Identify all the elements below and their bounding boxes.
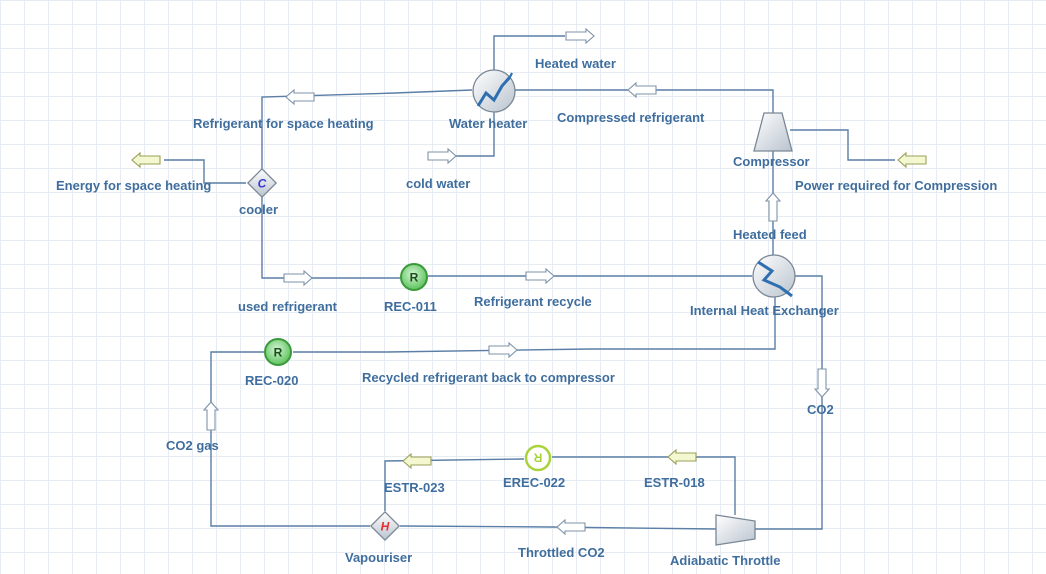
rec-020-label: REC-020 [245, 373, 298, 388]
heated-feed-arrow-icon[interactable] [764, 192, 782, 222]
co2-gas-label: CO2 gas [166, 438, 219, 453]
heat-exchanger-zigzag-icon [476, 76, 512, 107]
energy-space-heating-line [164, 159, 246, 184]
cooler-icon [246, 167, 278, 199]
compressor-icon [753, 112, 793, 152]
stream-lines [164, 35, 895, 530]
power-compression-line [790, 129, 895, 161]
co2-gas-line [210, 351, 370, 527]
stream-markers [131, 27, 927, 536]
recycle-icon [400, 263, 428, 291]
heat-exchanger-tip-icon [509, 72, 513, 78]
refrigerant-space-heating-line [261, 89, 473, 169]
used-refrigerant-arrow-icon[interactable] [283, 269, 313, 287]
adiabatic-throttle-label: Adiabatic Throttle [670, 553, 781, 568]
rec-011-letter: R [410, 271, 419, 285]
cold-water-line [455, 110, 495, 157]
heated-water-arrow-icon[interactable] [565, 27, 595, 45]
power-compression-label: Power required for Compression [795, 178, 997, 193]
stream-labels: Heated water Refrigerant for space heati… [56, 56, 997, 568]
cold-water-arrow-icon[interactable] [427, 147, 457, 165]
rec-011-unit[interactable]: R [400, 263, 428, 291]
rec-011-label: REC-011 [384, 299, 437, 314]
compressor-label: Compressor [733, 154, 810, 169]
heated-water-line [493, 35, 565, 72]
heated-feed-label: Heated feed [733, 227, 807, 242]
recycle-icon [264, 338, 292, 366]
estr-018-line [552, 456, 736, 515]
rec-020-unit[interactable]: R [264, 338, 292, 366]
energy-space-heating-arrow-icon[interactable] [131, 151, 161, 169]
recycled-refrigerant-arrow-icon[interactable] [488, 341, 518, 359]
cooler-letter: C [258, 177, 267, 191]
used-refrigerant-label: used refrigerant [238, 299, 338, 314]
estr-023-arrow-icon[interactable] [402, 452, 432, 470]
vapouriser-letter: H [381, 520, 390, 534]
cooler-label: cooler [239, 202, 278, 217]
recycled-refrigerant-label: Recycled refrigerant back to compressor [362, 370, 615, 385]
used-refrigerant-line [261, 197, 400, 279]
vapouriser-label: Vapouriser [345, 550, 412, 565]
refrigerant-space-heating-arrow-icon[interactable] [285, 88, 315, 106]
ihx-label: Internal Heat Exchanger [690, 303, 839, 318]
refrigerant-recycle-arrow-icon[interactable] [525, 267, 555, 285]
co2-line [755, 275, 823, 530]
recycled-refrigerant-line [293, 297, 776, 353]
co2-gas-arrow-icon[interactable] [202, 401, 220, 431]
erec-022-unit[interactable]: R [524, 444, 552, 472]
power-compression-arrow-icon[interactable] [897, 151, 927, 169]
cold-water-label: cold water [406, 176, 470, 191]
estr-023-label: ESTR-023 [384, 480, 445, 495]
energy-recycle-icon [524, 444, 552, 472]
estr-018-label: ESTR-018 [644, 475, 705, 490]
co2-arrow-icon[interactable] [813, 368, 831, 398]
compressed-refrigerant-arrow-icon[interactable] [627, 81, 657, 99]
vapouriser-icon [369, 510, 401, 542]
internal-heat-exchanger-unit[interactable] [752, 254, 796, 298]
adiabatic-throttle-unit[interactable] [715, 514, 756, 546]
water-heater-unit[interactable] [472, 69, 516, 113]
water-heater-icon [472, 69, 516, 113]
vapouriser-unit[interactable]: H [369, 510, 401, 542]
refrigerant-recycle-label: Refrigerant recycle [474, 294, 592, 309]
estr-018-arrow-icon[interactable] [667, 448, 697, 466]
energy-space-heating-label: Energy for space heating [56, 178, 211, 193]
throttled-co2-label: Throttled CO2 [518, 545, 605, 560]
erec-022-label: EREC-022 [503, 475, 565, 490]
estr-023-line [384, 458, 525, 511]
throttled-co2-line [399, 525, 717, 530]
compressed-refrigerant-label: Compressed refrigerant [557, 110, 705, 125]
throttle-valve-icon [715, 514, 756, 546]
refrigerant-space-heating-label: Refrigerant for space heating [193, 116, 374, 131]
cooler-unit[interactable]: C [246, 167, 278, 199]
water-heater-label: Water heater [449, 116, 527, 131]
compressed-refrigerant-line [515, 89, 774, 113]
rec-020-letter: R [274, 346, 283, 360]
ihx-zigzag-icon [757, 260, 793, 298]
throttled-co2-arrow-icon[interactable] [556, 518, 586, 536]
heated-water-label: Heated water [535, 56, 616, 71]
erec-022-letter: R [533, 451, 542, 465]
co2-label: CO2 [807, 402, 834, 417]
compressor-unit[interactable] [753, 112, 793, 152]
